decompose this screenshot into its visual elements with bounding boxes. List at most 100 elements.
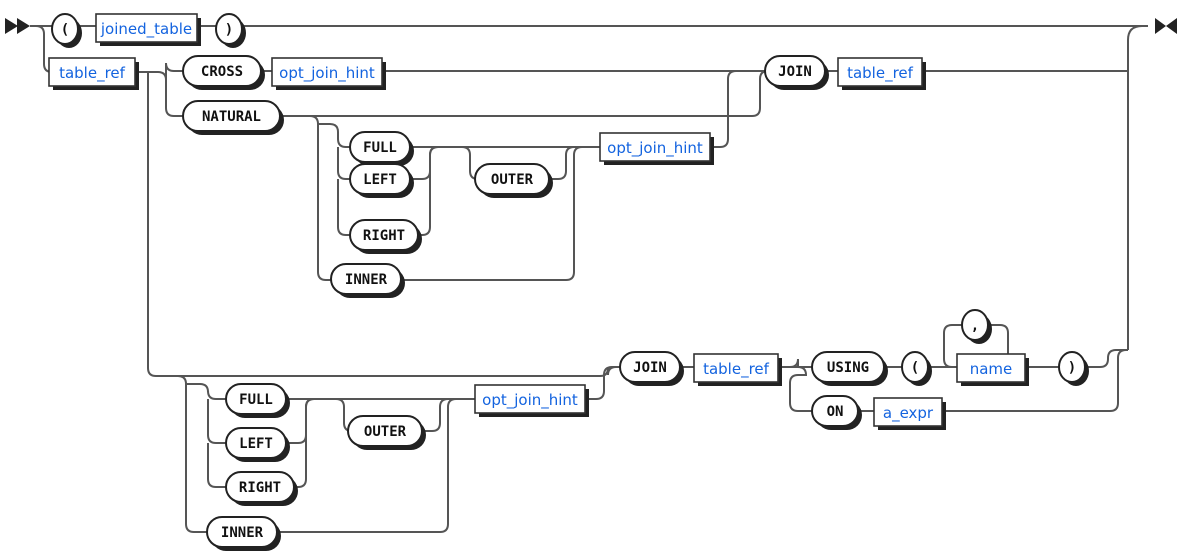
node-label: opt_join_hint [482,391,578,410]
node-label: OUTER [364,424,407,440]
rail-segment [277,398,475,533]
node-label: joined_table [100,20,192,39]
diagram-nodes: ( joined_table) table_ref CROSS opt_join_hin… [48,13,1089,551]
terminal-inner_2[interactable]: INNER [206,516,281,551]
node-outline [182,100,281,132]
node-outline [95,13,198,43]
terminal-rparen_top[interactable]: ) [215,13,246,48]
node-label: RIGHT [363,228,405,244]
terminal-lparen_top[interactable]: ( [51,13,82,48]
start-arrow [5,18,30,34]
end-arrow [1155,18,1177,34]
nonterminal-joined_table[interactable]: joined_table [95,13,201,46]
node-label: a_expr [883,404,934,423]
node-outline [811,395,859,427]
terminal-comma[interactable]: , [961,309,992,344]
nonterminal-table_ref_1[interactable]: table_ref [48,57,139,90]
node-label: INNER [221,525,264,541]
terminal-outer_2[interactable]: OUTER [347,415,426,450]
terminal-full_2[interactable]: FULL [225,383,290,418]
terminal-on[interactable]: ON [811,395,862,430]
nonterminal-opt_join_hint_3[interactable]: opt_join_hint [474,384,589,417]
nonterminal-table_ref_2[interactable]: table_ref [837,57,926,90]
rail-segment [272,115,331,281]
node-label: USING [827,360,869,376]
nonterminal-opt_join_hint_2[interactable]: opt_join_hint [599,132,714,165]
rail-segment [337,147,350,180]
terminal-right_2[interactable]: RIGHT [225,471,298,506]
node-label: OUTER [491,172,534,188]
rail-segment [710,70,765,148]
node-label: opt_join_hint [607,139,703,158]
rail-segment [401,146,600,281]
terminal-rparen_using[interactable]: ) [1058,351,1089,386]
node-outline [225,427,287,459]
node-label: LEFT [239,436,273,452]
node-outline [349,219,419,251]
rail-segment [156,375,207,533]
node-outline [599,132,711,162]
node-outline [474,384,586,414]
rail-segment [789,366,812,412]
rail-segment [186,383,226,400]
node-outline [51,13,79,45]
flow-markers [5,18,1177,34]
terminal-using[interactable]: USING [811,351,888,386]
node-label: table_ref [59,64,126,83]
node-label: name [970,360,1013,378]
terminal-lparen_using[interactable]: ( [901,351,932,386]
rail-segment [942,349,1127,412]
terminal-inner_1[interactable]: INNER [330,263,405,298]
terminal-join_2[interactable]: JOIN [619,351,684,386]
terminal-left_2[interactable]: LEFT [225,427,290,462]
rail-segment [207,399,226,444]
node-label: table_ref [847,64,914,83]
nonterminal-table_ref_3[interactable]: table_ref [693,353,782,386]
terminal-outer_1[interactable]: OUTER [474,163,553,198]
node-outline [271,57,383,87]
node-outline [225,471,295,503]
node-label: ( [911,360,919,376]
rail-segment [585,366,620,400]
terminal-full_1[interactable]: FULL [349,131,414,166]
nonterminal-name[interactable]: name [956,353,1029,386]
node-label: , [971,318,979,334]
node-label: ( [61,22,69,38]
terminal-left_1[interactable]: LEFT [349,163,414,198]
node-outline [956,353,1026,383]
terminal-cross[interactable]: CROSS [182,55,265,90]
nonterminal-a_expr[interactable]: a_expr [873,397,946,430]
node-label: JOIN [633,360,667,376]
node-label: FULL [363,140,397,156]
terminal-natural[interactable]: NATURAL [182,100,284,135]
node-outline [182,55,262,87]
node-outline [619,351,681,383]
node-outline [1058,351,1086,383]
rail-segment [1085,349,1128,368]
node-outline [330,263,402,295]
node-outline [811,351,885,383]
node-outline [474,163,550,195]
node-outline [764,55,826,87]
node-label: NATURAL [202,109,261,125]
terminal-right_1[interactable]: RIGHT [349,219,422,254]
rail-segment [207,443,226,488]
node-outline [206,516,278,548]
terminal-join_1[interactable]: JOIN [764,55,829,90]
rail-segment [165,71,183,117]
nonterminal-opt_join_hint_1[interactable]: opt_join_hint [271,57,386,90]
node-label: opt_join_hint [279,64,375,83]
node-outline [693,353,779,383]
node-outline [48,57,136,87]
node-outline [901,351,929,383]
node-outline [873,397,943,427]
rail-segment [337,179,350,236]
node-outline [347,415,423,447]
node-label: INNER [345,272,388,288]
node-outline [225,383,287,415]
node-outline [349,163,411,195]
node-label: ) [1068,360,1076,376]
node-outline [961,309,989,341]
